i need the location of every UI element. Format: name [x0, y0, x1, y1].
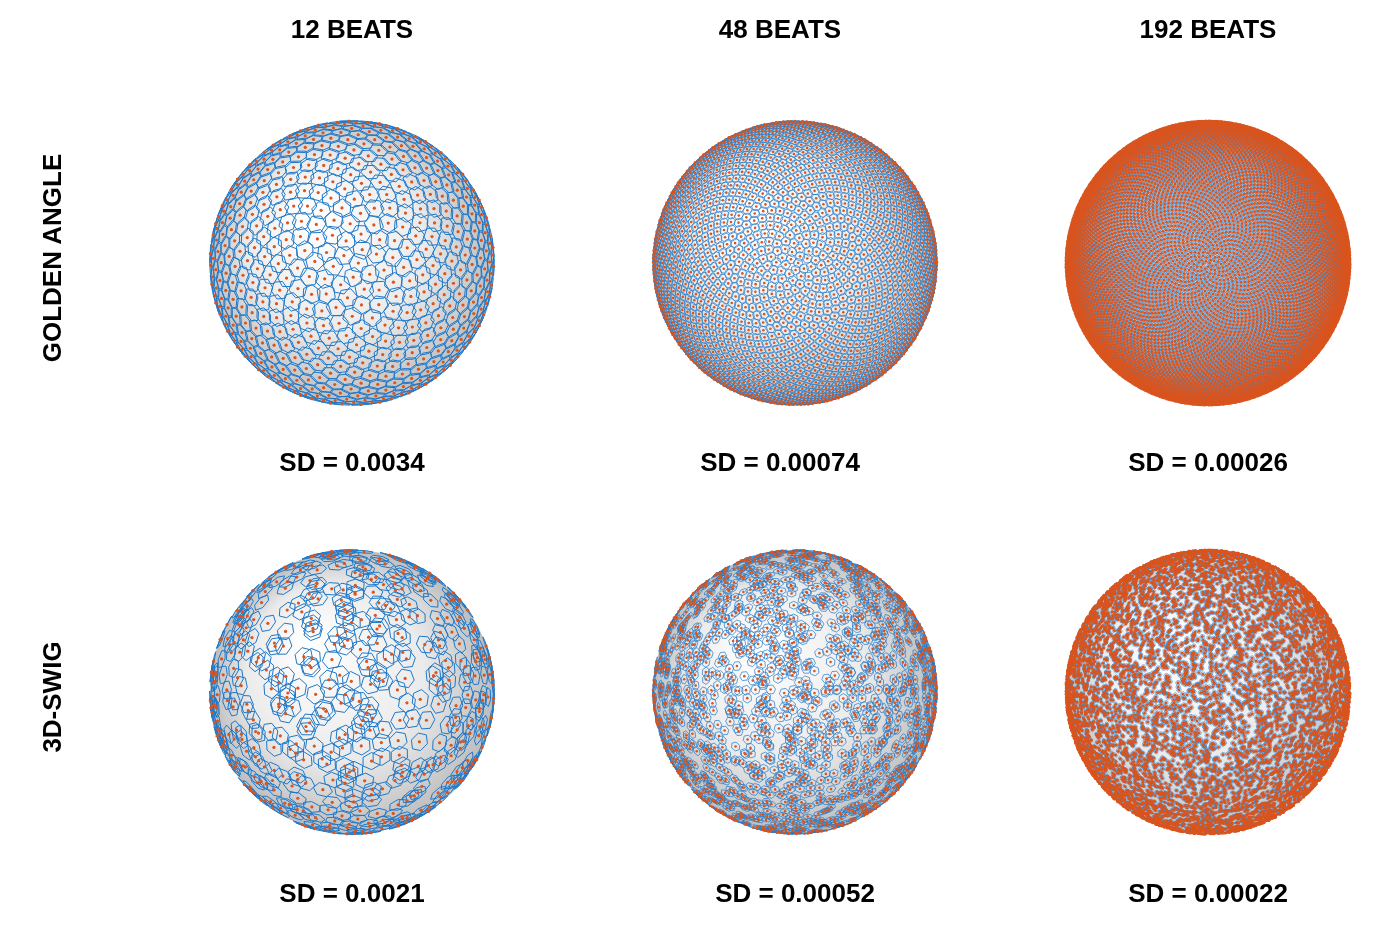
sd-value: SD = 0.00022 — [1128, 879, 1288, 908]
column-header: 12 BEATS — [291, 15, 413, 44]
sd-value: SD = 0.0021 — [279, 879, 424, 908]
sd-value: SD = 0.00052 — [715, 879, 875, 908]
sd-value: SD = 0.0034 — [279, 448, 424, 477]
sd-value: SD = 0.00074 — [700, 448, 860, 477]
sd-value: SD = 0.00026 — [1128, 448, 1288, 477]
row-header: GOLDEN ANGLE — [38, 154, 67, 362]
column-header: 48 BEATS — [719, 15, 841, 44]
column-header: 192 BEATS — [1140, 15, 1277, 44]
row-header: 3D-SWIG — [38, 641, 67, 752]
